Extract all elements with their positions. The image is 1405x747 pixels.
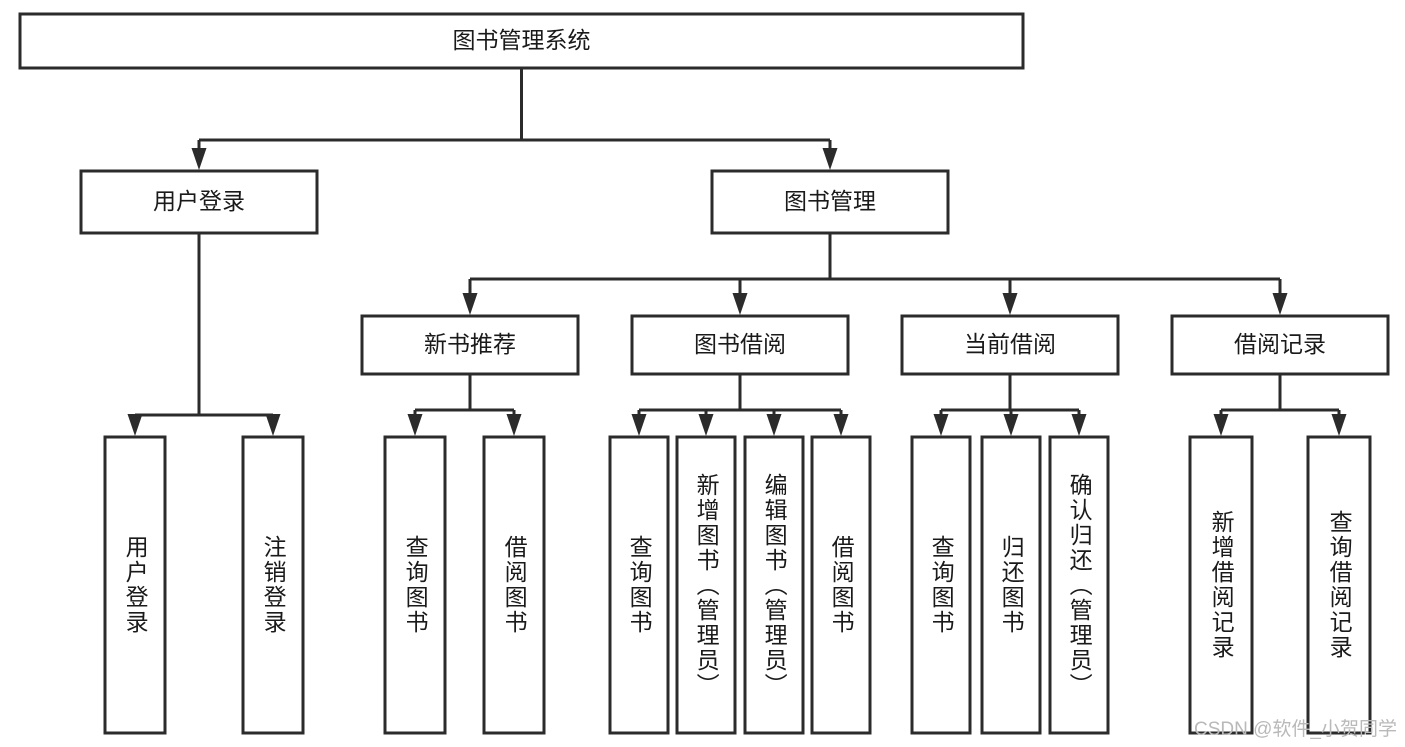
arrow-head-leaf-query-record [1331,414,1347,436]
node-leaf-add-record [1188,435,1254,735]
arrow-head-records [1272,293,1288,315]
node-leaf-add-book [675,435,737,735]
node-label-borrow: 图书借阅 [694,331,786,357]
node-label-newbook: 新书推荐 [424,331,516,357]
node-label-bookmgmt: 图书管理 [784,188,876,214]
arrow-head-leaf-borrow-book-1 [506,414,522,436]
arrow-head-leaf-edit-book [766,414,782,436]
node-label-records: 借阅记录 [1234,331,1326,357]
node-box-leaf-query-book-2 [608,435,670,735]
arrow-head-login [191,148,207,170]
node-login [79,169,319,235]
arrow-head-leaf-query-book-3 [933,414,949,436]
arrow-head-leaf-query-book-1 [407,414,423,436]
arrow-head-leaf-user-logout [265,414,281,436]
arrow-head-leaf-borrow-book-2 [833,414,849,436]
node-leaf-user-login [103,435,167,735]
arrow-head-leaf-add-record [1213,414,1229,436]
arrow-head-leaf-query-book-2 [631,414,647,436]
node-label-login: 用户登录 [153,188,245,214]
node-box-leaf-borrow-book-2 [810,435,872,735]
node-label-current: 当前借阅 [964,331,1056,357]
node-box-leaf-query-book-1 [383,435,447,735]
arrow-head-leaf-user-login [127,414,143,436]
arrow-head-leaf-confirm-return [1071,414,1087,436]
node-box-leaf-add-record [1188,435,1254,735]
node-leaf-return-book [980,435,1042,735]
node-box-leaf-user-logout [241,435,305,735]
node-box-leaf-user-login [103,435,167,735]
node-leaf-edit-book [743,435,805,735]
arrow-head-leaf-return-book [1003,414,1019,436]
node-leaf-confirm-return [1048,435,1110,735]
node-box-records [1170,314,1390,376]
node-leaf-user-logout [241,435,305,735]
node-root [18,12,1025,70]
arrow-head-borrow [732,293,748,315]
arrow-head-bookmgmt [822,148,838,170]
arrow-head-newbook [462,293,478,315]
node-box-current [900,314,1120,376]
node-newbook [360,314,580,376]
node-box-leaf-confirm-return [1048,435,1110,735]
node-box-login [79,169,319,235]
node-box-bookmgmt [710,169,950,235]
arrow-head-current [1002,293,1018,315]
node-box-leaf-edit-book [743,435,805,735]
node-leaf-query-record [1306,435,1372,735]
node-leaf-query-book-2 [608,435,670,735]
node-box-leaf-return-book [980,435,1042,735]
node-box-borrow [630,314,850,376]
node-leaf-query-book-1 [383,435,447,735]
arrow-head-leaf-add-book [698,414,714,436]
node-label-root: 图书管理系统 [453,27,591,53]
node-box-leaf-borrow-book-1 [482,435,546,735]
node-box-leaf-query-record [1306,435,1372,735]
node-box-leaf-add-book [675,435,737,735]
node-leaf-borrow-book-2 [810,435,872,735]
node-bookmgmt [710,169,950,235]
node-box-root [18,12,1025,70]
node-current [900,314,1120,376]
node-records [1170,314,1390,376]
node-borrow [630,314,850,376]
node-box-leaf-query-book-3 [910,435,972,735]
node-leaf-borrow-book-1 [482,435,546,735]
node-leaf-query-book-3 [910,435,972,735]
node-box-newbook [360,314,580,376]
watermark-text: CSDN @软件_小贺同学 [1194,719,1397,740]
